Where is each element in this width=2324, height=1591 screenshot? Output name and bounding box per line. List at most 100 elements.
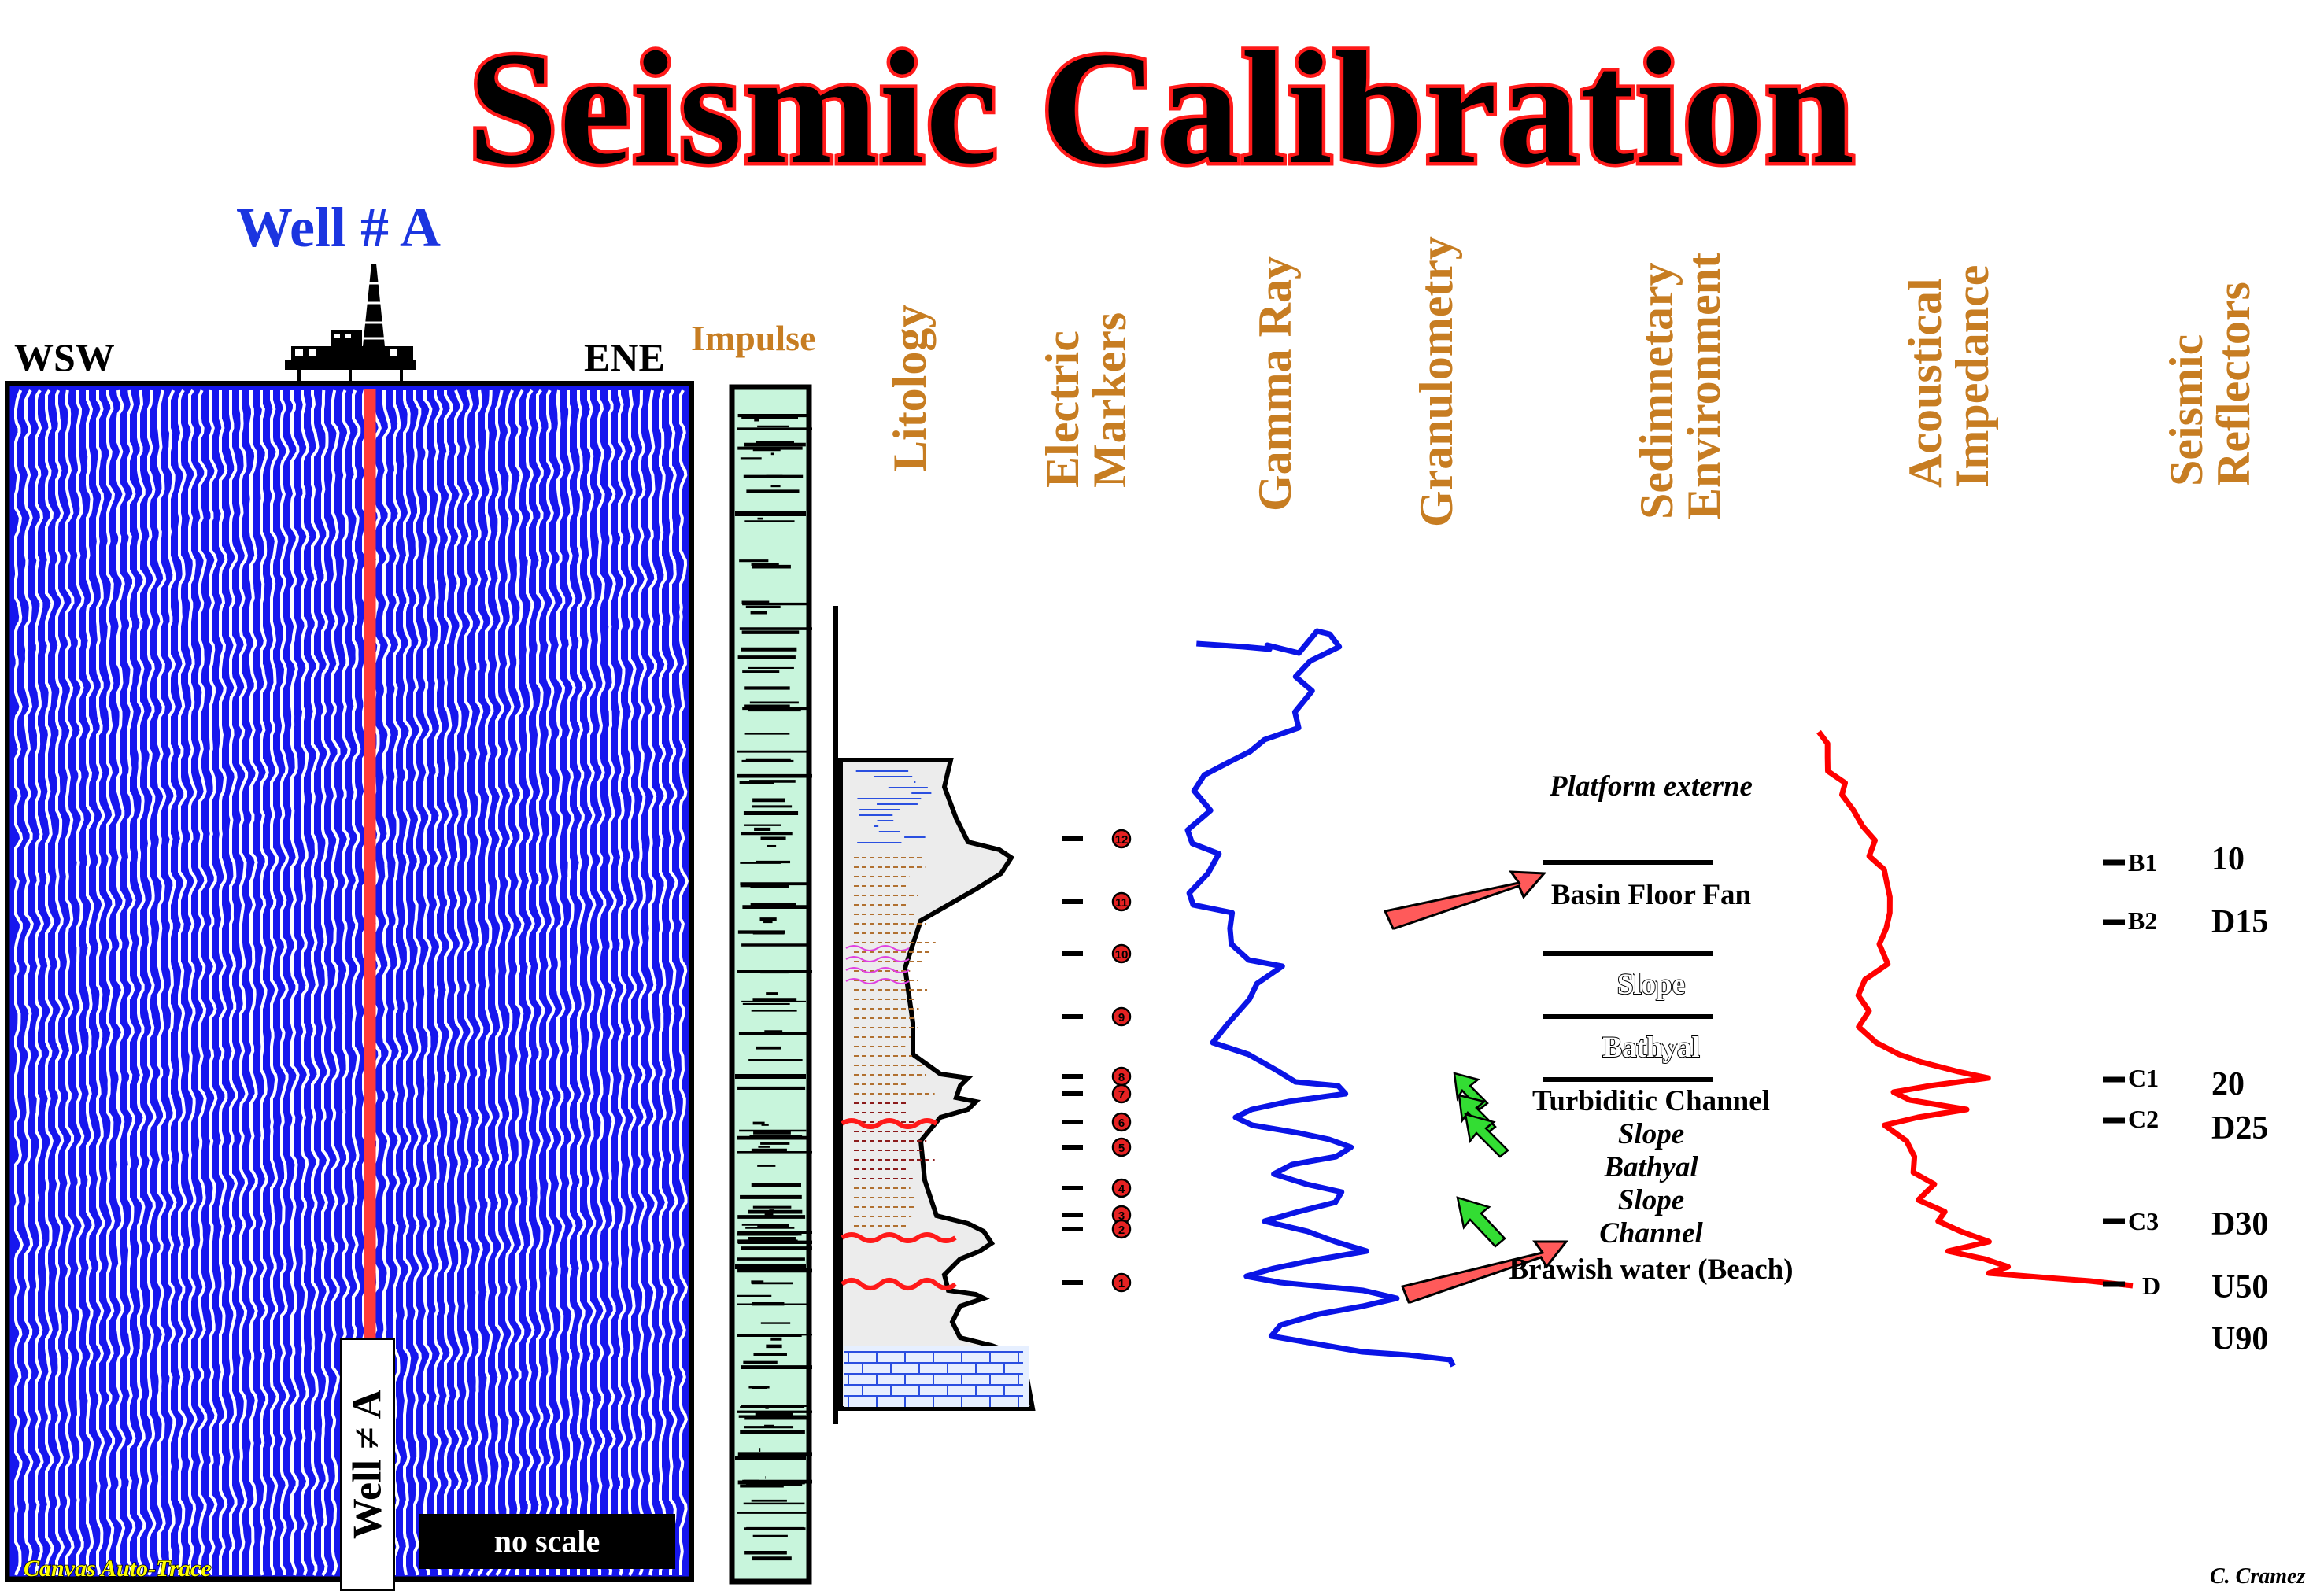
seismic-trace <box>413 390 423 1576</box>
seismic-trace <box>618 390 627 1576</box>
marker-number: 6 <box>1118 1117 1125 1130</box>
page-title: Seismic Calibration <box>464 16 1857 201</box>
marker-number: 1 <box>1118 1277 1125 1290</box>
seismic-trace <box>434 390 444 1576</box>
impulse-label: Impulse <box>691 318 816 358</box>
impulse-trace <box>729 384 812 1585</box>
bioturbation-stroke <box>845 967 910 973</box>
seismic-trace <box>495 389 504 1577</box>
gamma-ray-log <box>1184 628 1456 1368</box>
marker-number: 8 <box>1118 1071 1125 1084</box>
marker-circle <box>1111 1178 1132 1198</box>
seismic-trace <box>628 389 637 1576</box>
env-label: Turbiditic Channel <box>1532 1085 1770 1117</box>
reflector-value: 20 <box>2211 1066 2245 1102</box>
seismic-trace <box>475 389 484 1577</box>
seismic-trace <box>209 389 218 1575</box>
seismic-trace <box>464 389 474 1576</box>
coarsening-arrow <box>1400 1240 1569 1304</box>
seismic-trace <box>638 389 648 1576</box>
seismic-trace <box>536 389 545 1575</box>
env-label: Slope <box>1617 1118 1685 1150</box>
marker-number: 3 <box>1118 1209 1125 1223</box>
seismic-trace <box>331 389 341 1576</box>
bioturbation-stroke <box>845 945 910 951</box>
marker-circle <box>1111 1006 1132 1027</box>
reflector-label: C1 <box>2128 1064 2160 1092</box>
seismic-trace <box>648 389 658 1576</box>
seismic-trace <box>505 389 515 1576</box>
seismic-trace <box>567 390 576 1575</box>
well-title: Well # A <box>236 196 442 259</box>
marker-circle <box>1111 1112 1132 1132</box>
seismic-trace <box>280 390 290 1576</box>
seismic-trace <box>96 390 105 1576</box>
seismic-trace <box>403 390 412 1576</box>
env-label: Channel <box>1599 1217 1703 1250</box>
marker-circle <box>1111 943 1132 964</box>
env-label: Slope <box>1616 968 1686 1002</box>
seismic-trace <box>515 389 525 1575</box>
fining-arrow <box>1456 1196 1506 1248</box>
seismic-trace <box>178 389 187 1575</box>
env-label: Slope <box>1617 1184 1685 1216</box>
seismic-trace <box>55 389 65 1575</box>
reflector-value: U90 <box>2211 1321 2269 1357</box>
seismic-trace <box>444 390 453 1576</box>
seismic-trace <box>229 390 238 1575</box>
reflector-value: U50 <box>2211 1269 2269 1305</box>
seismic-trace <box>577 390 586 1575</box>
seismic-trace <box>65 389 75 1575</box>
seismic-trace <box>116 389 126 1576</box>
seismic-trace <box>76 390 85 1575</box>
marker-circle <box>1111 1137 1132 1157</box>
seismic-trace <box>157 389 167 1576</box>
author-credit: C. Cramez <box>2210 1564 2306 1589</box>
reflector-label: B1 <box>2128 848 2158 877</box>
marker-circle <box>1111 1219 1132 1239</box>
seismic-trace <box>45 389 54 1575</box>
marker-circle <box>1111 891 1132 912</box>
unconformity-2 <box>841 1232 957 1243</box>
seismic-trace <box>423 390 433 1576</box>
reflector-value: 10 <box>2211 841 2245 877</box>
direction-left: WSW <box>14 335 115 379</box>
no-scale-label: no scale <box>419 1514 675 1569</box>
seismic-trace <box>597 390 607 1576</box>
reflector-label: C2 <box>2128 1105 2160 1133</box>
seismic-trace <box>526 389 535 1575</box>
unconformity-1 <box>841 1278 957 1290</box>
marker-circle <box>1111 1083 1132 1104</box>
marker-number: 4 <box>1118 1183 1125 1196</box>
seismic-trace <box>556 389 566 1575</box>
software-label: Canvas Auto-Trace <box>23 1555 212 1582</box>
well-label-box: Well ≠ A <box>340 1338 395 1591</box>
seismic-trace <box>269 390 279 1576</box>
marker-number: 2 <box>1118 1224 1125 1237</box>
env-label: Bathyal <box>1604 1151 1698 1183</box>
bioturbation-stroke <box>845 978 910 984</box>
reflector-value: D30 <box>2211 1206 2269 1242</box>
seismic-trace <box>147 389 157 1576</box>
seismic-trace <box>260 390 269 1576</box>
seismic-trace <box>669 389 678 1575</box>
seismic-trace <box>546 389 556 1575</box>
marker-circle <box>1111 829 1132 849</box>
env-label: Basin Floor Fan <box>1550 879 1752 911</box>
seismic-trace <box>249 390 259 1575</box>
seismic-trace <box>219 390 228 1575</box>
direction-right: ENE <box>584 335 665 379</box>
fining-arrow <box>1453 1072 1509 1158</box>
seismic-trace <box>321 389 331 1577</box>
env-label: Brawish water (Beach) <box>1509 1253 1794 1286</box>
limestone-layer <box>844 1346 1029 1407</box>
seismic-trace <box>35 389 45 1575</box>
coarsening-arrow <box>1383 870 1547 930</box>
reflector-label: C3 <box>2128 1207 2160 1235</box>
seismic-trace <box>127 389 136 1576</box>
seismic-trace <box>587 390 597 1575</box>
bioturbation-stroke <box>845 956 910 962</box>
lithology-column <box>838 758 1036 1411</box>
seismic-trace <box>239 390 249 1575</box>
